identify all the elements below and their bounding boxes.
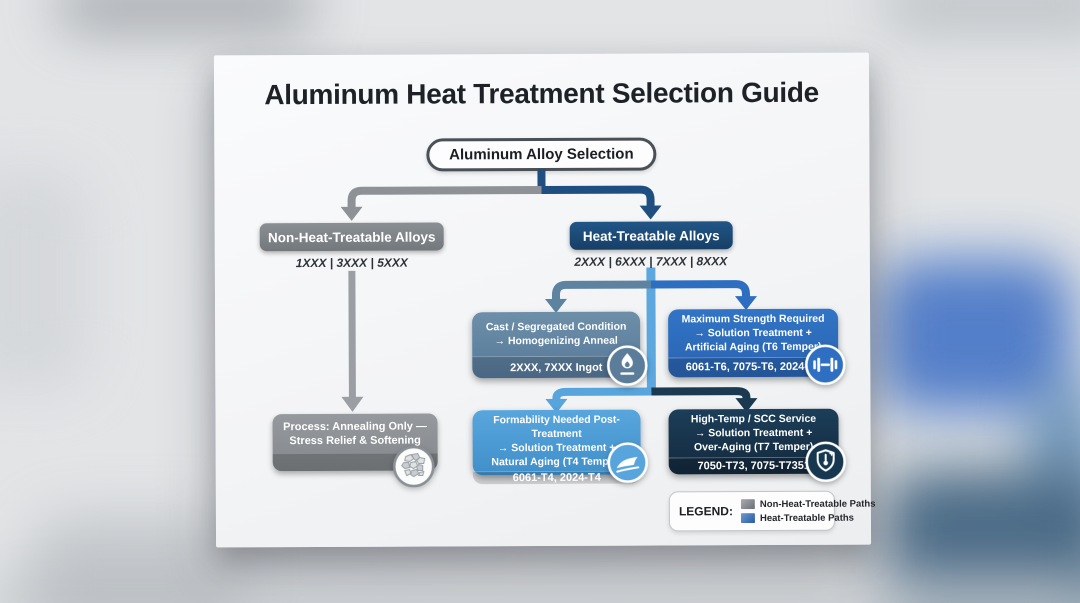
legend-item-label: Non-Heat-Treatable Paths — [759, 498, 876, 510]
treatment-line: Formability Needed Post-Treatment — [493, 413, 620, 440]
flow-connectors — [340, 168, 758, 413]
series-non-heat: 1XXX | 3XXX | 5XXX — [295, 255, 408, 271]
treatment-t7-box: High-Temp / SCC Service → Solution Treat… — [668, 408, 847, 483]
grain-structure-icon — [392, 445, 435, 488]
process-annealing-box: Process: Annealing Only — Stress Relief … — [272, 413, 438, 488]
background-blue-blob — [878, 258, 1073, 413]
node-label: Non-Heat-Treatable Alloys — [267, 228, 436, 245]
node-non-heat-treatable: Non-Heat-Treatable Alloys — [259, 222, 444, 252]
treatment-line: Cast / Segregated Condition — [485, 320, 627, 334]
node-heat-treatable: Heat-Treatable Alloys — [569, 221, 733, 250]
shield-thermometer-icon — [805, 441, 847, 483]
treatment-line: High-Temp / SCC Service — [690, 412, 817, 426]
treatment-t6-box: Maximum Strength Required → Solution Tre… — [668, 308, 846, 386]
treatment-line: Maximum Strength Required — [681, 312, 825, 326]
legend-item-non-heat: Non-Heat-Treatable Paths — [740, 498, 876, 510]
background-smudge — [0, 170, 90, 390]
treatment-line: → Solution Treatment + — [694, 426, 813, 440]
node-label: Heat-Treatable Alloys — [582, 227, 720, 244]
background-smudge — [55, 0, 315, 30]
legend: LEGEND: Non-Heat-Treatable Paths Heat-Tr… — [668, 490, 876, 532]
legend-title: LEGEND: — [678, 504, 733, 519]
treatment-t4-box: Formability Needed Post-Treatment → Solu… — [472, 409, 649, 485]
process-line: Process: Annealing Only — — [283, 420, 427, 433]
legend-item-heat: Heat-Treatable Paths — [740, 512, 876, 524]
flame-icon — [606, 345, 648, 386]
legend-swatch-blue — [740, 513, 755, 524]
treatment-homogenizing-box: Cast / Segregated Condition → Homogenizi… — [472, 311, 648, 386]
bent-sheet-icon — [607, 442, 649, 483]
background-smudge — [30, 515, 240, 603]
series-heat: 2XXX | 6XXX | 7XXX | 8XXX — [574, 254, 728, 269]
background-smudge — [880, 0, 1080, 30]
legend-item-label: Heat-Treatable Paths — [759, 512, 854, 524]
treatment-line: → Solution Treatment + — [694, 326, 812, 340]
dumbbell-icon — [804, 344, 846, 386]
legend-swatch-gray — [740, 499, 755, 510]
poster-card: Aluminum Heat Treatment Selection Guide … — [213, 52, 876, 548]
